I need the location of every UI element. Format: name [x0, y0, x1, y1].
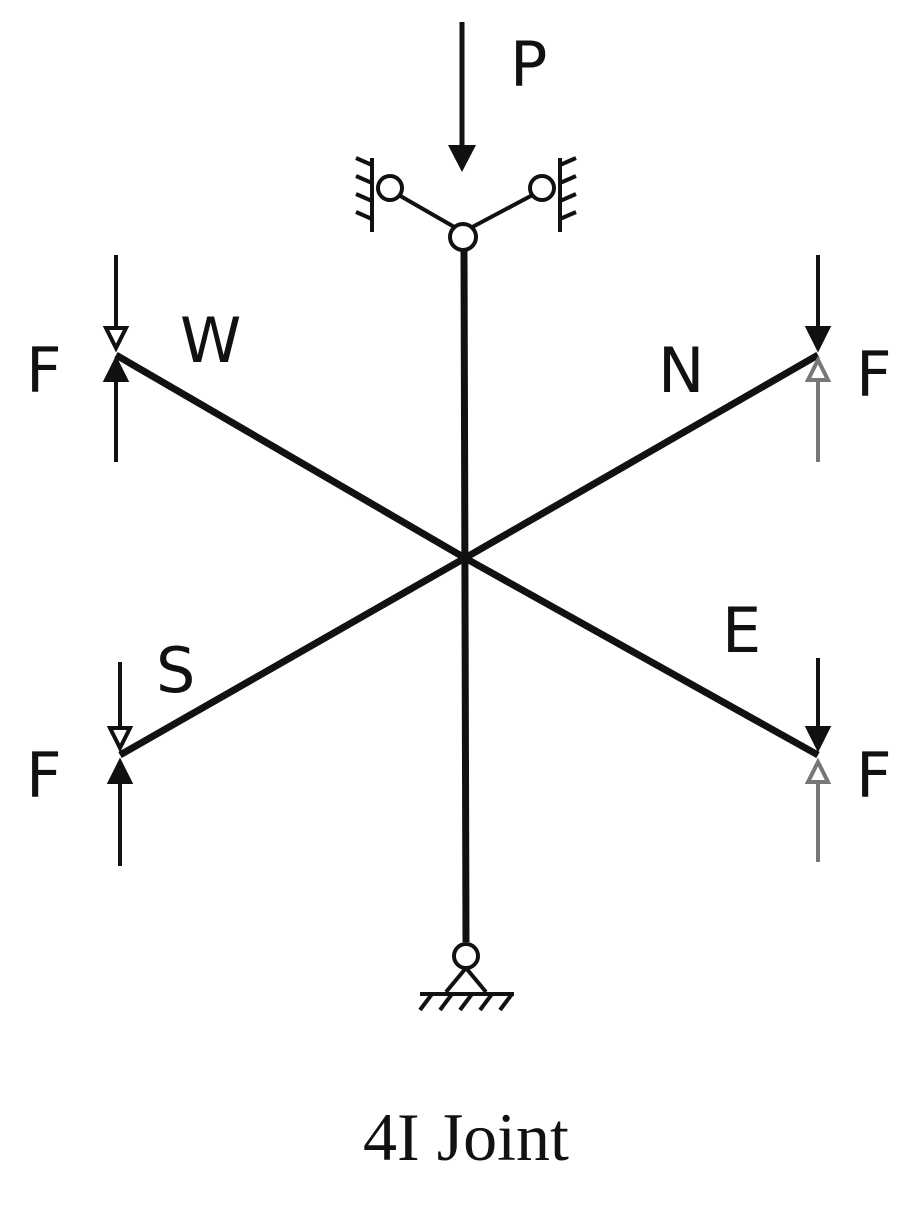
member-label-s: S	[156, 634, 195, 707]
force-pair-e	[804, 658, 832, 862]
member-label-w: W	[180, 304, 241, 377]
column	[460, 249, 470, 943]
member-s	[118, 554, 467, 759]
bottom-pin-support	[418, 942, 514, 1012]
force-label-s: F	[26, 739, 62, 812]
force-pair-s	[106, 662, 134, 866]
load-p-label: P	[510, 28, 547, 101]
caption: 4I Joint	[363, 1099, 569, 1175]
force-label-w: F	[26, 334, 62, 407]
force-pair-n	[804, 255, 832, 462]
load-p-arrow	[448, 22, 476, 172]
member-label-n: N	[658, 334, 704, 407]
member-w	[114, 351, 467, 562]
member-n	[463, 351, 820, 562]
member-label-e: E	[722, 594, 761, 667]
top-support	[355, 156, 577, 252]
force-pair-w	[102, 255, 130, 462]
force-label-n: F	[856, 338, 892, 411]
force-label-e: F	[856, 739, 892, 812]
member-e	[463, 554, 820, 759]
